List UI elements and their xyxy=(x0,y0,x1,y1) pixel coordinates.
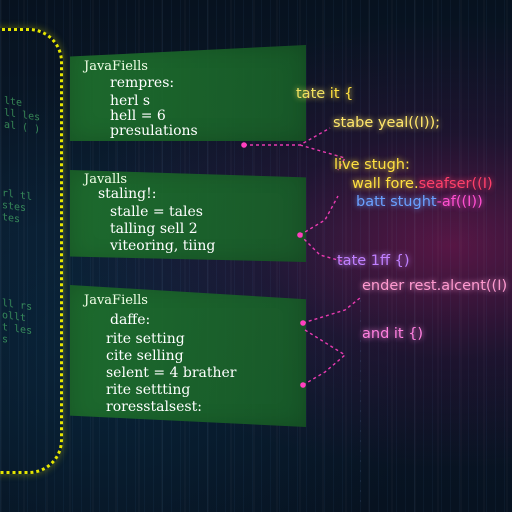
panel-line: rempres: xyxy=(110,75,175,91)
code-line-3: live stugh: xyxy=(334,157,410,173)
code-panel-2: Javalls staling!: stalle = tales talling… xyxy=(70,170,306,262)
panel-line: daffe: xyxy=(110,312,151,328)
code-line-6: tate 1ff {) xyxy=(337,253,410,269)
panel-line: roresstalsest: xyxy=(106,399,202,415)
panel-line: rite setting xyxy=(106,331,185,347)
panel-line: talling sell 2 xyxy=(110,221,198,237)
panel-line: hell = 6 xyxy=(110,108,166,124)
panel-line: cite selling xyxy=(106,348,184,364)
panel-line: staling!: xyxy=(98,186,157,202)
panel-line: viteoring, tiing xyxy=(110,238,216,254)
code-line-1: tate it { xyxy=(296,86,354,102)
background-dot-matrix xyxy=(360,300,510,510)
panel-line: herl s xyxy=(110,93,151,109)
panel-line: presulations xyxy=(110,123,198,139)
code-line-4: wall fore.seafser((I) xyxy=(352,176,493,192)
code-line-8: and it {) xyxy=(362,326,424,342)
panel-line: stalle = tales xyxy=(110,204,203,220)
panel-title: Javalls xyxy=(84,172,128,187)
panel-title: JavaFiells xyxy=(84,293,148,308)
code-panel-1: JavaFiells rempres: herl s hell = 6 pres… xyxy=(70,45,306,141)
panel-title: JavaFiells xyxy=(84,59,148,74)
panel-line: selent = 4 brather xyxy=(106,365,237,381)
panel-line: rite settting xyxy=(106,382,191,398)
code-panel-3: JavaFiells daffe: rite setting cite sell… xyxy=(70,285,306,427)
code-line-7: ender rest.alcent((I) xyxy=(362,278,508,294)
code-line-2: stabe yeal((I)); xyxy=(333,115,441,131)
code-line-5: batt stught-af((I)) xyxy=(356,194,483,210)
dotted-yellow-bracket xyxy=(0,28,63,474)
